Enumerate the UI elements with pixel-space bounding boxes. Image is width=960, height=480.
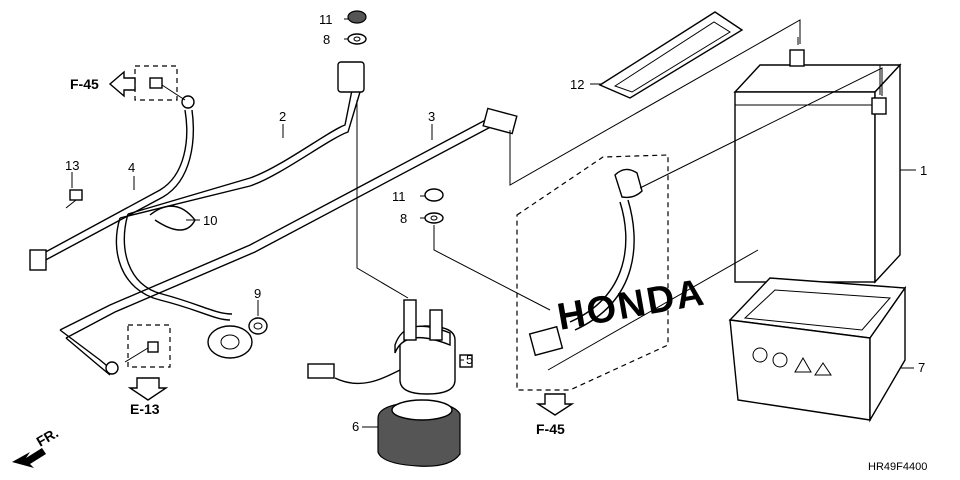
callout-8-top: 8 [323,32,330,47]
front-arrow [12,448,46,468]
clamp-10 [149,205,196,231]
battery-box [728,277,907,423]
callout-3: 3 [428,109,435,124]
nut-9 [248,317,268,335]
callout-8-mid: 8 [400,211,407,226]
ref-e13: E-13 [130,401,160,417]
callout-2: 2 [279,109,286,124]
callout-11-mid: 11 [392,189,406,204]
grommet [207,325,253,359]
ref-f45-top: F-45 [70,76,99,92]
callout-6: 6 [352,419,359,434]
starter-relay [307,299,473,395]
leader-lines [71,18,916,428]
callout-12: 12 [570,77,584,92]
callout-13: 13 [65,158,79,173]
dashed-group-right [516,154,669,391]
relay-cover [377,399,461,467]
ref-arrow-f45-mid [535,393,575,416]
bolt-e13 [105,341,159,375]
parts-8-11-top [347,10,367,45]
ref-arrow-f45-top [108,70,136,98]
bolt-top [149,77,186,101]
battery-band [598,11,744,99]
ref-f45-mid: F-45 [536,421,565,437]
callout-9: 9 [254,286,261,301]
cable-4 [29,95,195,271]
ref-arrow-e13 [127,377,169,401]
callout-11-top: 11 [319,12,333,27]
callout-4: 4 [128,160,135,175]
harness-2 [115,61,365,321]
callout-7: 7 [918,360,925,375]
front-label: FR. [34,424,62,449]
bolt-13 [65,189,83,209]
dashed-group-bolt-e13 [127,324,171,368]
battery [733,37,902,284]
diagram-code: HR49F4400 [868,461,927,473]
callout-10: 10 [203,213,217,228]
callout-5: 5 [466,352,473,367]
battery-cable [528,168,643,357]
callout-1: 1 [920,163,927,178]
parts-8-11-mid [424,188,444,224]
